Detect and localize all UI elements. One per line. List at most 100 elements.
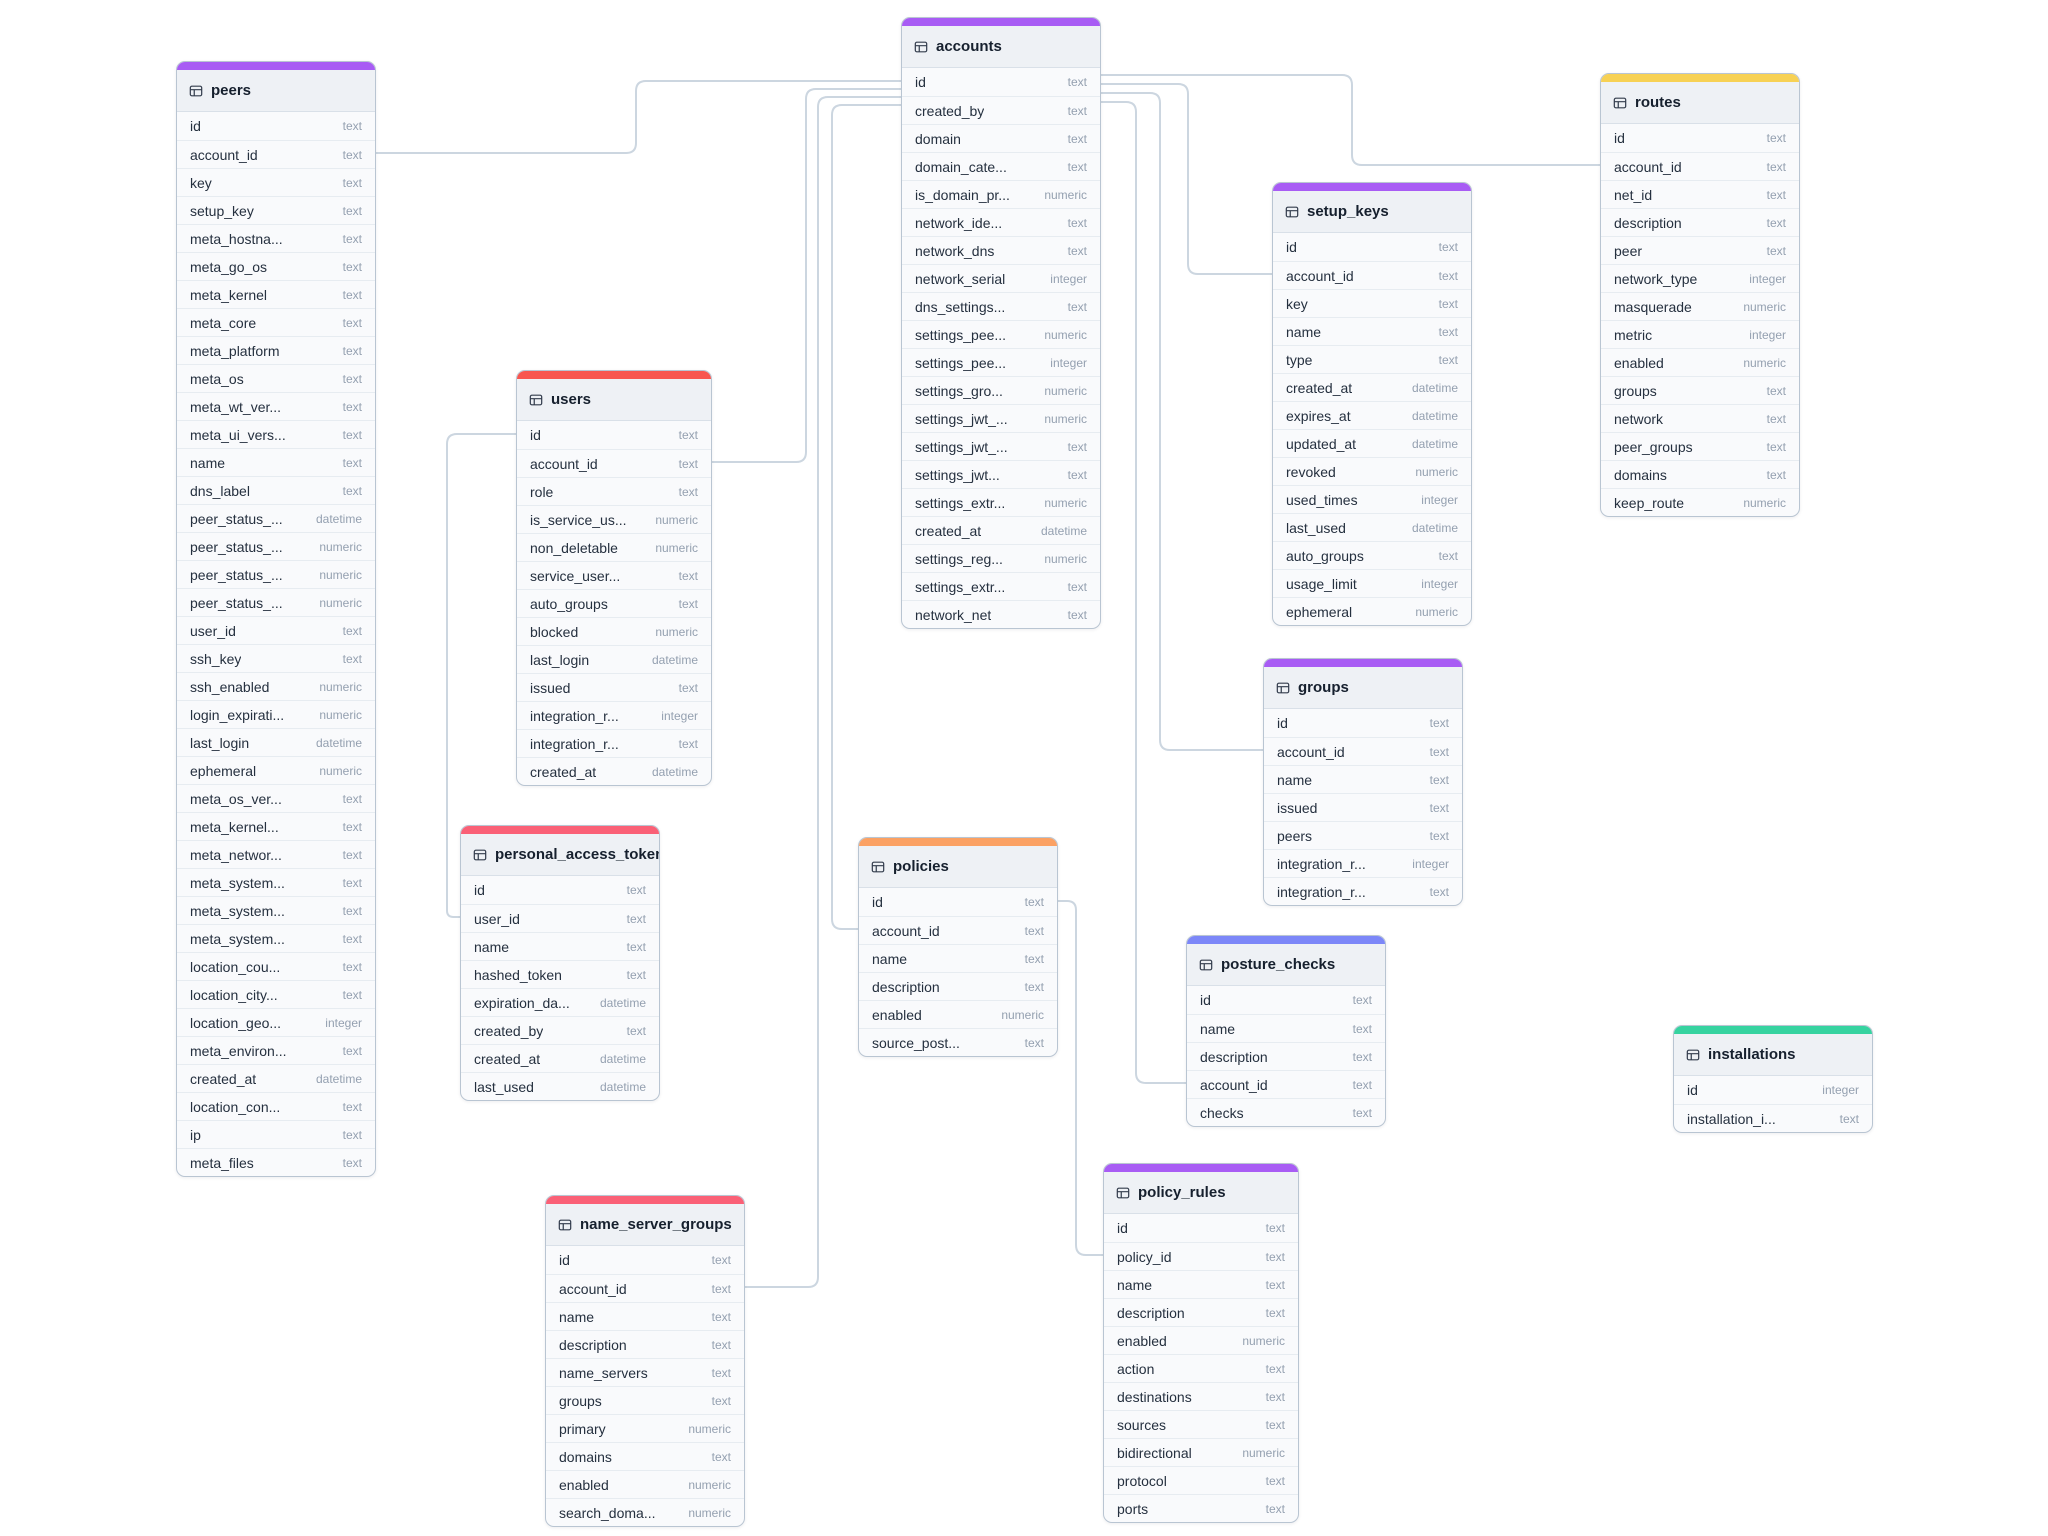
field-type: numeric [1743,299,1786,314]
field-name: domains [559,1448,612,1465]
field-name: user_id [190,622,236,639]
field-row: is_service_us... numeric [517,505,711,533]
field-name: settings_extr... [915,578,1006,595]
field-type: text [1438,240,1458,254]
table-fields: id text account_id text name text issued… [1264,709,1462,905]
field-type: numeric [319,539,362,554]
field-name: is_domain_pr... [915,186,1010,203]
field-type: text [342,427,362,442]
table-fields: id text account_id text net_id text desc… [1601,124,1799,516]
field-type: text [626,1023,646,1038]
field-name: id [1614,130,1625,146]
field-row: description text [1187,1042,1385,1070]
field-name: id [1200,992,1211,1008]
table-header[interactable]: posture_checks [1187,944,1385,986]
table-card-personal_access_tokens[interactable]: personal_access_tokens id text user_id t… [460,825,660,1101]
field-type: numeric [688,1421,731,1436]
field-name: id [1117,1220,1128,1236]
table-card-name_server_groups[interactable]: name_server_groups id text account_id te… [545,1195,745,1527]
field-type: text [1429,884,1449,899]
field-type: numeric [655,540,698,555]
field-type: numeric [655,624,698,639]
field-row: enabled numeric [546,1470,744,1498]
table-header[interactable]: users [517,379,711,421]
table-header[interactable]: setup_keys [1273,191,1471,233]
table-icon [1613,96,1627,110]
table-fields: id text user_id text name text hashed_to… [461,876,659,1100]
field-name: created_at [1286,379,1353,396]
field-type: numeric [1242,1445,1285,1460]
field-name: name [1286,323,1322,340]
table-card-groups[interactable]: groups id text account_id text name text… [1263,658,1463,906]
table-header[interactable]: routes [1601,82,1799,124]
field-row: domain text [902,124,1100,152]
field-type: text [342,119,362,133]
field-row: blocked numeric [517,617,711,645]
table-accent-bar [859,838,1057,846]
field-name: blocked [530,623,579,640]
field-name: network_type [1614,270,1698,287]
table-title: policy_rules [1138,1184,1226,1201]
field-name: settings_jwt_... [915,438,1008,455]
field-row: id integer [1674,1076,1872,1104]
table-card-policies[interactable]: policies id text account_id text name te… [858,837,1058,1057]
connector-users-to-accounts [712,88,901,463]
field-row: id text [1187,986,1385,1014]
field-type: text [1067,103,1087,118]
table-header[interactable]: peers [177,70,375,112]
table-header[interactable]: policies [859,846,1057,888]
table-card-policy_rules[interactable]: policy_rules id text policy_id text name… [1103,1163,1299,1523]
field-name: integration_r... [1277,883,1366,900]
field-name: meta_wt_ver... [190,398,282,415]
table-card-peers[interactable]: peers id text account_id text key text s… [176,61,376,1177]
field-row: source_post... text [859,1028,1057,1056]
field-row: settings_gro... numeric [902,376,1100,404]
field-type: text [678,484,698,499]
field-type: text [678,680,698,695]
field-type: text [1067,299,1087,314]
table-card-routes[interactable]: routes id text account_id text net_id te… [1600,73,1800,517]
table-card-posture_checks[interactable]: posture_checks id text name text descrip… [1186,935,1386,1127]
field-row: service_user... text [517,561,711,589]
table-card-setup_keys[interactable]: setup_keys id text account_id text key t… [1272,182,1472,626]
field-row: integration_r... integer [1264,849,1462,877]
field-name: issued [1277,799,1318,816]
field-row: settings_jwt... text [902,460,1100,488]
field-type: datetime [315,1071,362,1086]
table-header[interactable]: installations [1674,1034,1872,1076]
connector-accounts-to-posture_checks [1101,101,1186,1084]
table-card-installations[interactable]: installations id integer installation_i.… [1673,1025,1873,1133]
table-header[interactable]: policy_rules [1104,1172,1298,1214]
table-header[interactable]: personal_access_tokens [461,834,659,876]
field-name: metric [1614,326,1653,343]
table-card-accounts[interactable]: accounts id text created_by text domain … [901,17,1101,629]
table-header[interactable]: accounts [902,26,1100,68]
field-row: settings_jwt_... text [902,432,1100,460]
table-header[interactable]: name_server_groups [546,1204,744,1246]
field-type: text [1024,979,1044,994]
field-type: text [626,883,646,897]
field-row: peer_status_... numeric [177,560,375,588]
field-name: masquerade [1614,298,1692,315]
field-row: id text [1264,709,1462,737]
field-type: integer [1822,1083,1859,1097]
table-card-users[interactable]: users id text account_id text role text … [516,370,712,786]
field-row: checks text [1187,1098,1385,1126]
field-name: name_servers [559,1364,648,1381]
field-type: numeric [688,1477,731,1492]
field-type: datetime [651,764,698,779]
field-row: account_id text [177,140,375,168]
field-row: meta_hostna... text [177,224,375,252]
field-row: domains text [546,1442,744,1470]
field-row: id text [859,888,1057,916]
field-type: datetime [1411,436,1458,451]
field-row: last_used datetime [1273,513,1471,541]
field-name: domain [915,130,961,147]
field-row: keep_route numeric [1601,488,1799,516]
field-name: settings_pee... [915,354,1007,371]
field-type: integer [1421,576,1458,591]
field-type: text [1067,243,1087,258]
field-row: destinations text [1104,1382,1298,1410]
table-header[interactable]: groups [1264,667,1462,709]
field-name: setup_key [190,202,254,219]
